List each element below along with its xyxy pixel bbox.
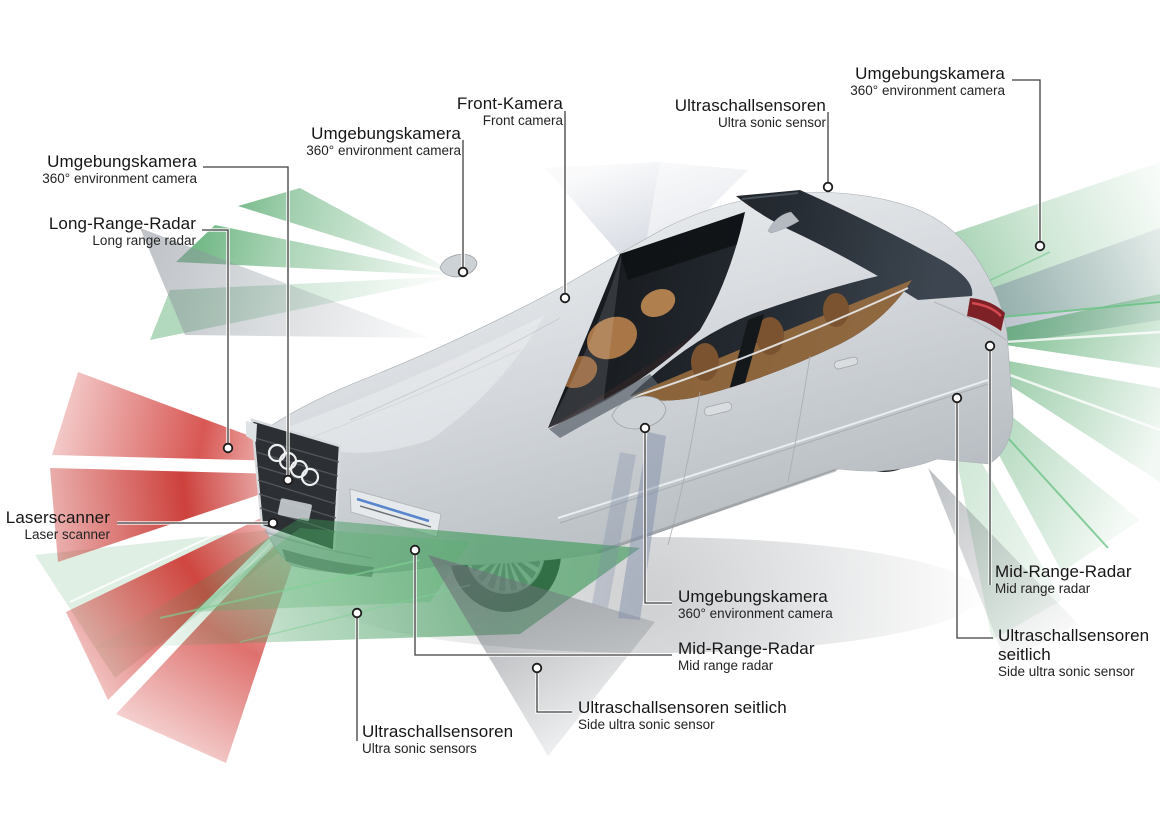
label-en: Side ultra sonic sensor: [578, 717, 715, 732]
roof-antenna-fin: [767, 211, 800, 234]
zone-green-upper-left: [238, 188, 462, 276]
label-de: Front-Kamera: [456, 94, 563, 113]
leader-umgebungskamera-top-right: [1012, 79, 1041, 241]
label-mid-range-radar-right: Mid-Range-Radar Mid range radar: [995, 562, 1132, 597]
far-headlight: [246, 421, 257, 442]
label-de: Long-Range-Radar: [48, 214, 196, 233]
headlight-detail: [359, 505, 432, 528]
zone-gray-hood: [140, 228, 430, 338]
hood-cutline: [349, 317, 561, 421]
leader-mid-range-radar-bottom: [414, 555, 672, 656]
zone-gray-rear: [928, 468, 1078, 662]
label-umgebungskamera-bottom: Umgebungskamera 360° environment camera: [678, 587, 833, 622]
label-ultraschallsensoren-bottom: Ultraschallsensoren Ultra sonic sensors: [362, 722, 513, 757]
dot-umgebungskamera-mid: [457, 266, 469, 278]
character-line: [557, 379, 989, 519]
dot-ultraschallsensoren-seitlich-bottom: [531, 662, 543, 674]
dot-ultraschallsensoren-bottom: [351, 607, 363, 619]
label-ultraschallsensoren-top: Ultraschallsensoren Ultra sonic sensor: [675, 96, 826, 131]
license-plate: [277, 498, 312, 521]
leader-ultraschallsensoren-seitlich-bottom: [536, 673, 572, 713]
windshield: [548, 212, 745, 428]
label-de: Mid-Range-Radar: [995, 562, 1132, 581]
trunk-seam: [933, 301, 1007, 341]
character-line-shadow: [559, 383, 989, 524]
label-umgebungskamera-top-right: Umgebungskamera 360° environment camera: [850, 64, 1005, 99]
label-de: Ultraschallsensoren seitlich: [578, 698, 787, 717]
label-de: Ultraschallsensoren: [362, 722, 514, 741]
hood-cutline-2: [299, 349, 521, 443]
label-de: Umgebungskamera: [47, 152, 197, 171]
label-laserscanner: Laserscanner Laser scanner: [6, 508, 110, 543]
leader-umgebungskamera-left: [203, 166, 289, 475]
label-front-kamera: Front-Kamera Front camera: [457, 94, 563, 129]
label-mid-range-radar-bottom: Mid-Range-Radar Mid range radar: [678, 639, 815, 674]
zone-green-front-core: [190, 528, 470, 612]
label-en: Mid range radar: [995, 581, 1091, 596]
label-de: Mid-Range-Radar: [678, 639, 815, 658]
label-en: 360° environment camera: [306, 143, 461, 158]
headlight-led-blue: [356, 497, 430, 523]
dot-front-kamera: [559, 292, 571, 304]
door-handle-front: [703, 401, 733, 417]
window-chrome-trim: [629, 287, 909, 399]
dot-long-range-radar: [222, 442, 234, 454]
taillight-glow: [971, 301, 1002, 317]
label-umgebungskamera-mid: Umgebungskamera 360° environment camera: [306, 124, 461, 159]
dot-umgebungskamera-bottom: [639, 422, 651, 434]
label-en: 360° environment camera: [42, 171, 197, 186]
ray-green-front-1: [159, 559, 421, 619]
leader-ultraschallsensoren-seitlich-right: [956, 403, 993, 639]
label-de: Ultraschallsensoren seitlich: [998, 626, 1150, 664]
dot-laserscanner: [267, 517, 279, 529]
dot-umgebungskamera-top-right: [1034, 240, 1046, 252]
leader-umgebungskamera-bottom: [644, 433, 672, 604]
roof-band-highlight: [741, 192, 799, 200]
label-de: Umgebungskamera: [855, 64, 1005, 83]
side-mirror-right: [611, 395, 667, 430]
sill-shadow: [597, 468, 837, 554]
label-en: Side ultra sonic sensor: [998, 664, 1135, 679]
label-en: Front camera: [482, 113, 563, 128]
label-de: Umgebungskamera: [678, 587, 828, 606]
label-de: Laserscanner: [5, 508, 110, 527]
door-seam-front: [667, 391, 701, 546]
door-handle-rear: [833, 356, 859, 370]
taillight: [967, 298, 1005, 331]
label-en: Ultra sonic sensor: [717, 115, 826, 130]
dot-ultraschallsensoren-seitlich-right: [951, 392, 963, 404]
label-long-range-radar: Long-Range-Radar Long range radar: [49, 214, 196, 249]
label-umgebungskamera-left: Umgebungskamera 360° environment camera: [42, 152, 197, 187]
label-ultraschallsensoren-seitlich-bottom: Ultraschallsensoren seitlich Side ultra …: [578, 698, 787, 733]
zone-blue-mirror-strip-2: [592, 452, 636, 608]
dot-ultraschallsensoren-top: [822, 181, 834, 193]
zone-green-right-1: [958, 294, 1160, 368]
dot-umgebungskamera-left: [282, 474, 294, 486]
sensor-zones-front: [95, 432, 666, 756]
label-en: Ultra sonic sensors: [362, 741, 477, 756]
dot-mid-range-radar-bottom: [409, 544, 421, 556]
zone-red-2: [50, 468, 318, 562]
zone-blue-mirror-strip-1: [618, 432, 666, 620]
hood-highlight: [280, 315, 545, 453]
label-en: Laser scanner: [24, 527, 110, 542]
label-en: Long range radar: [92, 233, 196, 248]
cowl-vent: [549, 374, 658, 438]
label-de: Umgebungskamera: [311, 124, 461, 143]
label-en: 360° environment camera: [850, 83, 1005, 98]
leader-lines: [117, 78, 1042, 741]
dot-mid-range-radar-right: [984, 340, 996, 352]
label-ultraschallsensoren-seitlich-right: Ultraschallsensoren seitlich Side ultra …: [998, 626, 1160, 680]
label-en: 360° environment camera: [678, 606, 833, 621]
sensor-dots: [222, 181, 1046, 674]
zone-green-upper-left-2: [176, 225, 462, 276]
label-en: Mid range radar: [678, 658, 774, 673]
label-de: Ultraschallsensoren: [674, 96, 826, 115]
door-seam-rear: [787, 355, 811, 483]
leader-long-range-radar: [202, 229, 229, 443]
